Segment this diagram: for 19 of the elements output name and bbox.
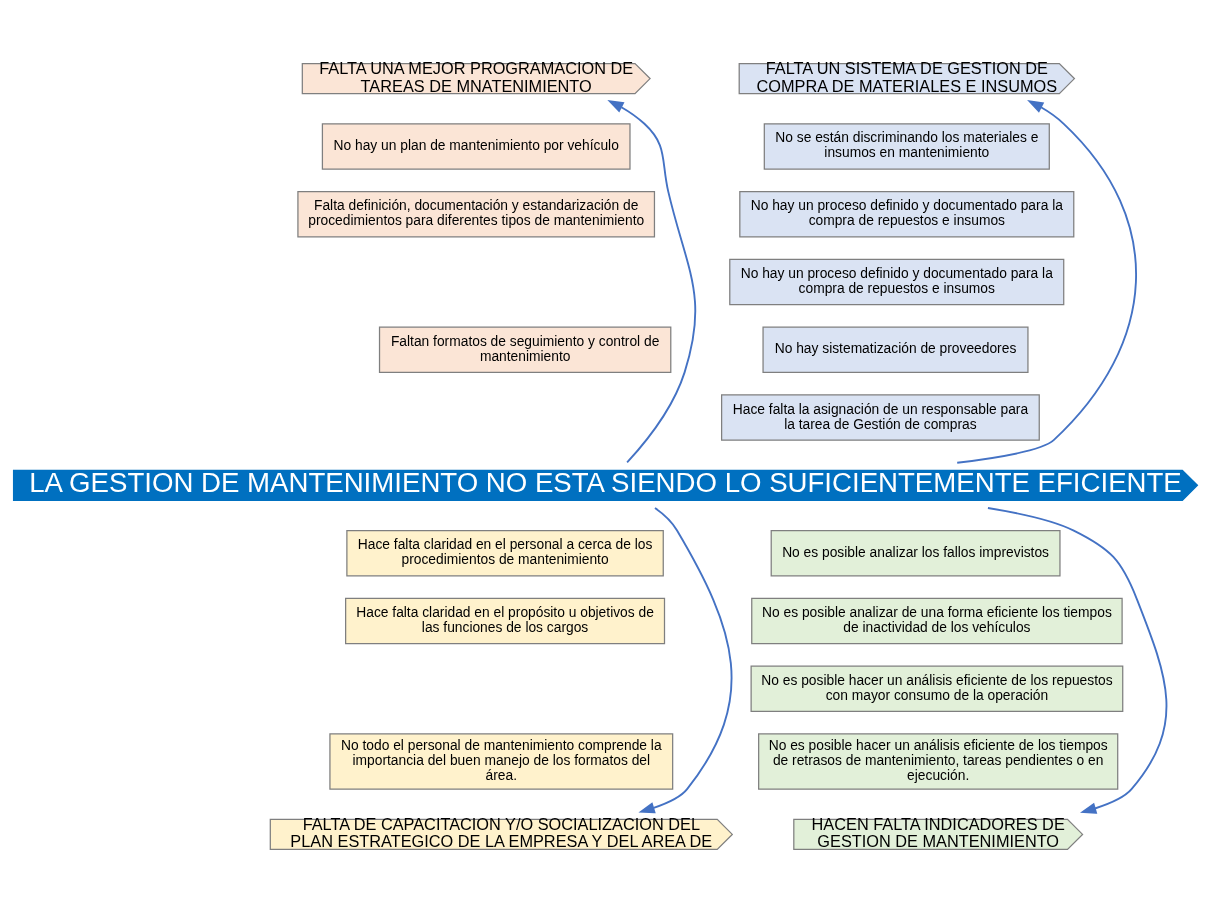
- arrow: [987, 507, 1168, 814]
- node-box: No es posible analizar de una forma eficiente los tiempos de inactividad de los vehículos: [751, 597, 1123, 645]
- node-box: No se están discriminando los materiales e insumos en mantenimiento: [763, 123, 1050, 170]
- node-box: No hay un plan de mantenimiento por vehículo: [321, 123, 631, 170]
- node-box: Faltan formatos de seguimiento y control de mantenimiento: [378, 326, 672, 373]
- node-box: No es posible hacer un análisis eficiente de los tiempos de retrasos de mantenimiento, tareas pendientes o en ejecución.: [758, 733, 1119, 790]
- node-box: No hay un proceso definido y documentado para la compra de repuestos e insumos: [729, 258, 1065, 306]
- node-box: Hace falta claridad en el propósito u objetivos de las funciones de los cargos: [345, 597, 666, 645]
- arrow: [638, 507, 733, 814]
- arrow: [956, 100, 1137, 464]
- node-box: Hace falta la asignación de un responsable para la tarea de Gestión de compras: [721, 394, 1040, 441]
- node-box: Falta definición, documentación y estandarización de procedimientos para diferentes tipos de mantenimiento: [297, 191, 656, 238]
- node-box: No es posible hacer un análisis eficiente de los repuestos con mayor consumo de la operación: [750, 665, 1124, 712]
- node-box: No hay un proceso definido y documentado para la compra de repuestos e insumos: [739, 191, 1075, 238]
- arrow: [607, 99, 697, 464]
- node-box: No todo el personal de mantenimiento comprende la importancia del buen manejo de los formatos del área.: [329, 733, 674, 790]
- node-box: No es posible analizar los fallos imprevistos: [770, 529, 1061, 577]
- node-box: Hace falta claridad en el personal a cerca de los procedimientos de mantenimiento: [346, 529, 664, 577]
- node-box: No hay sistematización de proveedores: [762, 326, 1029, 373]
